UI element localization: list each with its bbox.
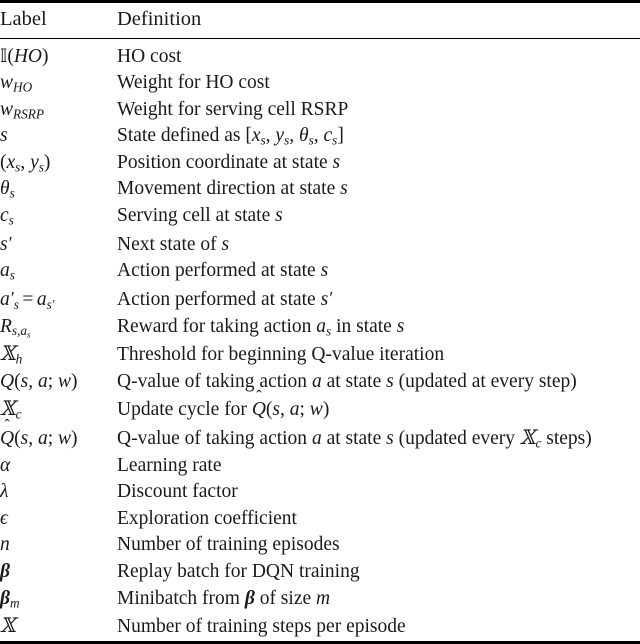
row-label: θs — [0, 178, 15, 202]
row-definition: Weight for HO cost — [117, 72, 270, 94]
column-header-label: Label — [0, 8, 47, 30]
table-body: 𝕀(HO) HO cost wHO Weight for HO cost wRS… — [0, 39, 640, 644]
row-definition: Movement direction at state s — [117, 178, 348, 200]
table-row: n Number of training episodes — [0, 532, 640, 559]
row-label: a′s=as′ — [0, 287, 55, 312]
table-row: wRSRP Weight for serving cell RSRP — [0, 97, 640, 124]
row-definition: Learning rate — [117, 454, 222, 476]
row-label: 𝕏h — [0, 341, 23, 367]
row-definition: Serving cell at state s — [117, 205, 283, 227]
table-row: α Learning rate — [0, 453, 640, 480]
row-definition: Action performed at state s — [117, 260, 329, 282]
table-row: 𝕀(HO) HO cost — [0, 39, 640, 71]
table-mid-rule — [0, 37, 640, 39]
table-row: a′s=as′ Action performed at state s′ — [0, 285, 640, 314]
row-definition: Exploration coefficient — [117, 507, 297, 529]
column-header-definition: Definition — [117, 8, 202, 30]
mid-rule-line — [0, 37, 640, 39]
row-definition: Discount factor — [117, 481, 238, 503]
row-label: s′ — [0, 232, 12, 255]
row-label: cs — [0, 205, 14, 228]
row-definition: HO cost — [117, 45, 182, 67]
table-row: 𝕏h Threshold for beginning Q-value itera… — [0, 340, 640, 369]
row-definition: Threshold for beginning Q-value iteratio… — [117, 344, 445, 366]
row-definition: State defined as [xs, ys, θs, cs] — [117, 125, 344, 148]
table-bottom-rule — [0, 640, 640, 644]
row-definition: Replay batch for DQN training — [117, 560, 360, 582]
table-row: (xs, ys) Position coordinate at state s — [0, 150, 640, 177]
table-row: Q(s, a; w) Q-value of taking action a at… — [0, 369, 640, 396]
row-definition: Reward for taking action as in state s — [117, 315, 405, 339]
row-label: α — [0, 454, 11, 476]
header-row: Label Definition — [0, 3, 640, 39]
row-label: 𝕀(HO) — [0, 45, 49, 67]
row-label: Q(s, a; w) — [0, 370, 78, 392]
row-label: as — [0, 260, 15, 284]
row-label: 𝕏c — [0, 396, 22, 423]
row-label: (xs, ys) — [0, 151, 51, 175]
bottom-rule-line — [0, 640, 640, 644]
row-label: βm — [0, 587, 20, 611]
table-row: θs Movement direction at state s — [0, 176, 640, 203]
row-label: wRSRP — [0, 98, 44, 122]
row-definition: Q-value of taking action a at state s (u… — [117, 424, 592, 451]
row-label: wHO — [0, 72, 33, 95]
row-definition: Next state of s — [117, 233, 230, 255]
table-row: Rs,as Reward for taking action as in sta… — [0, 314, 640, 341]
row-definition: Minibatch from β of size m — [117, 587, 331, 609]
table-row: λ Discount factor — [0, 479, 640, 506]
row-definition: Number of training episodes — [117, 534, 340, 556]
row-definition: Weight for serving cell RSRP — [117, 98, 349, 120]
row-label: s — [0, 125, 8, 147]
row-label: n — [0, 534, 10, 556]
table-row: β Replay batch for DQN training — [0, 559, 640, 586]
table-row: wHO Weight for HO cost — [0, 70, 640, 97]
table-row: ϵ Exploration coefficient — [0, 506, 640, 533]
table-row: βm Minibatch from β of size m — [0, 586, 640, 613]
table-top-rule — [0, 0, 640, 3]
table-row: cs Serving cell at state s — [0, 203, 640, 230]
table-row: as Action performed at state s — [0, 258, 640, 285]
row-label: ϵ — [0, 507, 8, 529]
table-row: s′ Next state of s — [0, 230, 640, 259]
row-label: β — [0, 560, 10, 582]
row-label: λ — [0, 481, 9, 503]
row-definition: Q-value of taking action a at state s (u… — [117, 370, 577, 392]
table-header: Label Definition — [0, 0, 640, 39]
row-definition: Action performed at state s′ — [117, 287, 333, 310]
row-label: Rs,as — [0, 315, 31, 340]
top-rule-line — [0, 0, 640, 3]
table-row: s State defined as [xs, ys, θs, cs] — [0, 123, 640, 150]
row-definition: Position coordinate at state s — [117, 151, 341, 173]
